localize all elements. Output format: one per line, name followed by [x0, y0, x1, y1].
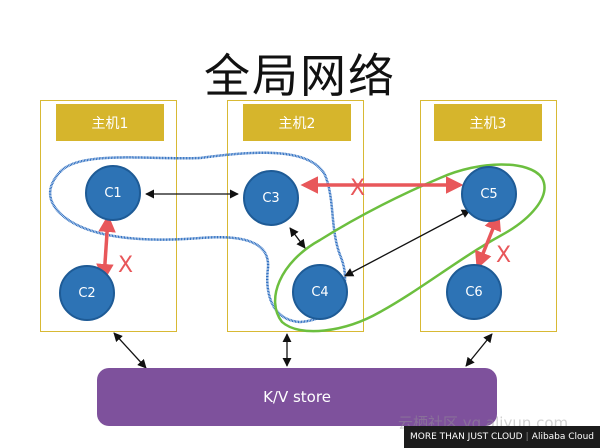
footer-separator: |	[525, 432, 529, 442]
footer-slogan: MORE THAN JUST CLOUD	[410, 432, 523, 442]
blocked-link-c1-c2	[96, 214, 116, 282]
page-title: 全局网络	[204, 49, 396, 103]
kv-store: K/V store	[97, 368, 497, 426]
link-host3-kv	[465, 333, 493, 367]
footer-bar: MORE THAN JUST CLOUD | Alibaba Cloud	[404, 426, 600, 448]
link-host1-kv	[113, 332, 147, 369]
container-c3: C3	[243, 170, 299, 226]
host-3-label: 主机3	[434, 104, 542, 141]
footer-brand: Alibaba Cloud	[531, 432, 594, 442]
blocked-x-c3-c5: X	[350, 176, 365, 201]
blocked-link-c5-c6	[475, 212, 501, 270]
blocked-x-c1-c2: X	[118, 253, 133, 278]
container-c2: C2	[59, 265, 115, 321]
container-c5: C5	[461, 166, 517, 222]
container-c4: C4	[292, 264, 348, 320]
blue-overlay-network	[48, 151, 347, 324]
link-c3-c4	[289, 227, 306, 249]
host-2-label: 主机2	[243, 104, 351, 141]
host-1-label: 主机1	[56, 104, 164, 141]
green-overlay-network	[273, 163, 546, 333]
blocked-x-c5-c6: X	[496, 243, 511, 268]
container-c6: C6	[446, 264, 502, 320]
container-c1: C1	[85, 165, 141, 221]
link-c4-c5	[344, 209, 471, 277]
